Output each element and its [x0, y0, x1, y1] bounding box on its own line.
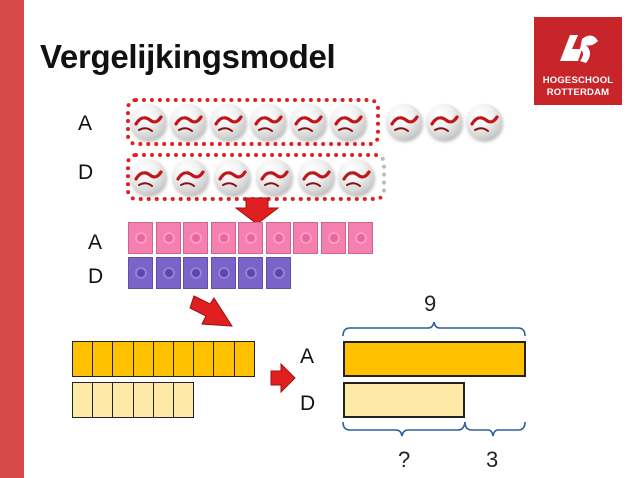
- grid-unit: [92, 341, 114, 377]
- diagonal-arrow-icon: [189, 295, 233, 327]
- difference-label: 3: [486, 447, 499, 472]
- logo-icon: [560, 35, 598, 63]
- marble-icon: [130, 104, 166, 140]
- linking-cube: [265, 222, 291, 254]
- marble-icon: [170, 104, 206, 140]
- bottom-brace-unknown: [342, 421, 466, 437]
- grid-unit: [112, 341, 134, 377]
- marble-icon: [210, 104, 246, 140]
- grid-unit: [152, 341, 174, 377]
- bar-d: [343, 382, 465, 418]
- linking-cube: [183, 222, 208, 254]
- linking-cube: [210, 222, 236, 254]
- bar-a: [343, 341, 526, 377]
- linking-cube: [320, 222, 346, 254]
- grid-unit: [72, 341, 94, 377]
- grid-unit: [233, 341, 255, 377]
- logo-text-line2: ROTTERDAM: [546, 87, 610, 98]
- down-arrow-icon: [234, 197, 280, 225]
- red-dotted-frame-a: [126, 98, 380, 146]
- marble-icon: [214, 159, 250, 195]
- logo-text-line1: HOGESCHOOL: [542, 75, 614, 86]
- marble-icon: [426, 104, 462, 140]
- bar-label-d: D: [300, 392, 316, 415]
- linking-cube: [183, 257, 208, 289]
- unknown-label: ?: [398, 447, 411, 472]
- grid-unit: [72, 382, 94, 418]
- bottom-brace-difference: [464, 421, 526, 437]
- linking-cube: [348, 222, 373, 254]
- row-label-d: D: [78, 161, 94, 184]
- marble-icon: [298, 159, 334, 195]
- linking-cube: [238, 222, 263, 254]
- total-label: 9: [424, 291, 437, 316]
- hogeschool-rotterdam-logo: HOGESCHOOL ROTTERDAM: [534, 17, 622, 105]
- grid-unit: [152, 382, 174, 418]
- right-arrow-icon: [270, 363, 296, 393]
- marble-icon: [290, 104, 326, 140]
- marble-icon: [466, 104, 502, 140]
- marble-icon: [338, 159, 374, 195]
- cube-label-d: D: [88, 265, 104, 288]
- side-accent-bar: [0, 0, 24, 478]
- grid-unit: [213, 341, 235, 377]
- slide-title: Vergelijkingsmodel: [40, 38, 336, 75]
- linking-cube: [155, 257, 181, 289]
- cube-label-a: A: [88, 231, 103, 254]
- grid-unit: [173, 341, 195, 377]
- marble-icon: [256, 159, 292, 195]
- marble-icon: [386, 104, 422, 140]
- grid-unit: [193, 341, 215, 377]
- grid-unit: [132, 341, 154, 377]
- top-brace: [342, 321, 526, 337]
- linking-cube: [128, 222, 153, 254]
- marble-icon: [172, 159, 208, 195]
- linking-cube: [265, 257, 291, 289]
- linking-cube: [238, 257, 263, 289]
- marble-icon: [330, 104, 366, 140]
- marble-icon: [250, 104, 286, 140]
- linking-cube: [293, 222, 318, 254]
- marble-icon: [130, 159, 166, 195]
- grid-unit: [132, 382, 154, 418]
- bar-label-a: A: [300, 345, 315, 368]
- linking-cube: [210, 257, 236, 289]
- grid-unit: [92, 382, 114, 418]
- linking-cube: [128, 257, 153, 289]
- linking-cube: [155, 222, 181, 254]
- grid-unit: [173, 382, 195, 418]
- braces: [342, 321, 526, 437]
- red-dotted-frame-d: [126, 153, 386, 201]
- grid-unit: [112, 382, 134, 418]
- row-label-a: A: [78, 112, 93, 135]
